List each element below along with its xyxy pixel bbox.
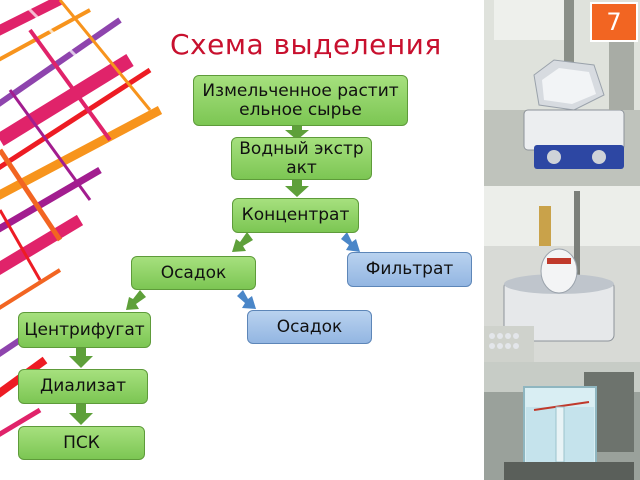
- node-sediment-2: Осадок: [247, 310, 372, 344]
- node-dialysate: Диализат: [18, 369, 148, 404]
- lab-photo-dialysis-beaker: [484, 362, 640, 480]
- arrow-concentrate-to-sediment1: [232, 232, 253, 252]
- node-sediment-1: Осадок: [131, 256, 256, 290]
- node-concentrate: Концентрат: [232, 198, 359, 233]
- node-psk: ПСК: [18, 426, 145, 460]
- node-centrifugate: Центрифугат: [18, 312, 151, 348]
- node-filtrate: Фильтрат: [347, 252, 472, 287]
- lab-photo-water-bath: [484, 186, 640, 362]
- arrow-concentrate-to-filtrate: [341, 232, 360, 252]
- decorative-stripes: [0, 0, 163, 437]
- node-raw-material: Измельченное растительное сырье: [193, 75, 408, 126]
- water-bath-illustration: [484, 186, 640, 362]
- arrow-sediment1-to-sediment2: [237, 290, 256, 309]
- node-aqueous-extract: Водный экстракт: [231, 137, 372, 180]
- slide-number-badge: 7: [590, 2, 638, 42]
- hotplate-illustration: [484, 0, 640, 186]
- arrow-extract-to-concentrate: [285, 180, 309, 197]
- beaker-illustration: [484, 362, 640, 480]
- slide-title: Схема выделения: [170, 28, 442, 61]
- lab-photo-hotplate-foil: [484, 0, 640, 186]
